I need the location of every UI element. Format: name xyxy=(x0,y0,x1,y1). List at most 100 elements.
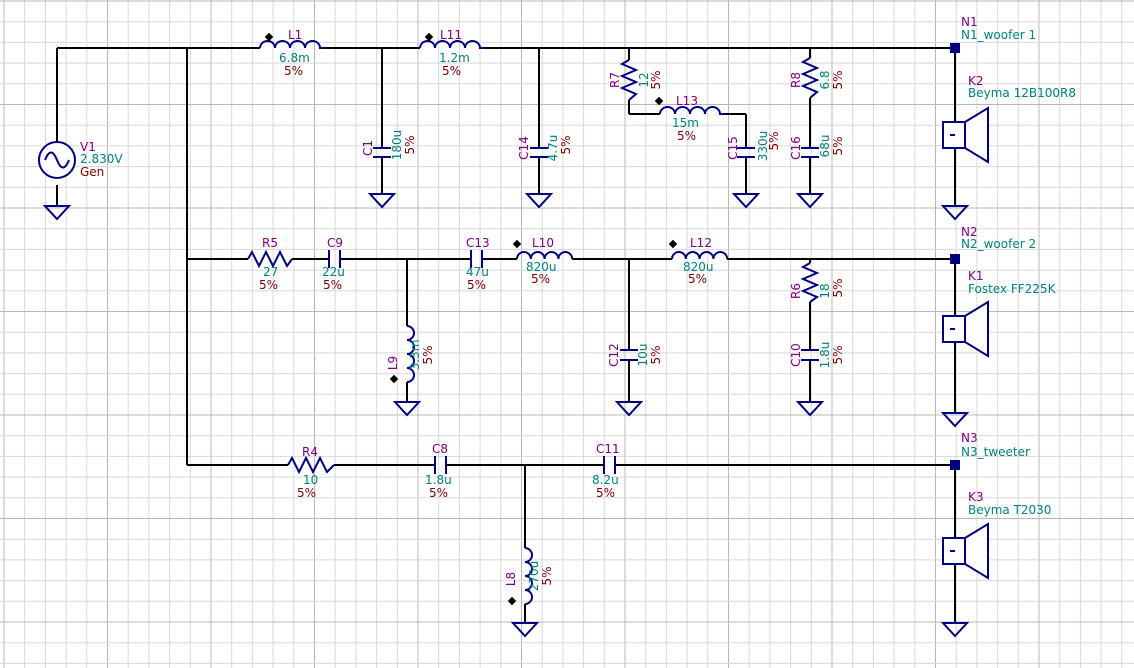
capacitor-c13[interactable]: C13 47u 5% xyxy=(466,236,490,292)
n1-ref: N1 xyxy=(961,15,978,29)
l8-ref: L8 xyxy=(504,572,518,586)
ground-icon xyxy=(392,401,422,417)
c8-tol: 5% xyxy=(429,486,448,500)
c12-ref: C12 xyxy=(607,343,621,367)
resistor-r4[interactable]: R4 10 5% xyxy=(287,445,335,500)
speaker-k1[interactable]: K1 Fostex FF225K xyxy=(942,269,1057,358)
capacitor-c10[interactable]: C10 1.8u 5% xyxy=(789,342,845,369)
capacitor-c14[interactable]: C14 4.7u 5% xyxy=(517,135,573,162)
n2-ref: N2 xyxy=(961,225,978,239)
c1-tol: 5% xyxy=(403,135,417,154)
inductor-l11[interactable]: L11 1.2m 5% xyxy=(419,28,485,78)
l9-ref: L9 xyxy=(386,356,400,370)
ground-icon xyxy=(367,193,397,209)
c1-value: 180u xyxy=(390,130,404,161)
ground-icon xyxy=(795,193,825,209)
l10-ref: L10 xyxy=(532,236,554,250)
l13-tol: 5% xyxy=(677,129,696,143)
n3-ref: N3 xyxy=(961,431,978,445)
inductor-l10[interactable]: L10 820u 5% xyxy=(512,236,574,286)
inductor-l13[interactable]: L13 15m 5% xyxy=(654,94,725,143)
speaker-k3[interactable]: K3 Beyma T2030 xyxy=(942,490,1051,580)
l11-tol: 5% xyxy=(442,64,461,78)
capacitor-c9[interactable]: C9 22u 5% xyxy=(322,236,345,292)
resistor-r7[interactable]: R7 12 5% xyxy=(608,59,663,101)
inductor-l9[interactable]: L9 3.3m 5% xyxy=(386,325,435,384)
inductor-l1[interactable]: L1 6.8m 5% xyxy=(259,28,325,78)
ground-icon xyxy=(940,622,970,638)
r5-value: 27 xyxy=(263,265,278,279)
c13-value: 47u xyxy=(466,265,489,279)
capacitor-c16[interactable]: C16 68u 5% xyxy=(789,135,845,160)
c13-ref: C13 xyxy=(466,236,490,250)
c9-tol: 5% xyxy=(323,278,342,292)
capacitor-c1[interactable]: C1 180u 5% xyxy=(361,130,417,161)
ground-icon xyxy=(510,622,540,638)
resistor-r6[interactable]: R6 18 5% xyxy=(789,262,845,303)
l11-ref: L11 xyxy=(440,28,462,42)
l13-ref: L13 xyxy=(676,94,698,108)
resistor-r5[interactable]: R5 27 5% xyxy=(247,236,293,292)
l12-tol: 5% xyxy=(688,272,707,286)
r7-tol: 5% xyxy=(649,70,663,89)
r8-tol: 5% xyxy=(831,70,845,89)
node-n3-marker[interactable] xyxy=(950,460,960,470)
c10-ref: C10 xyxy=(789,343,803,367)
l13-value: 15m xyxy=(672,116,699,130)
polarity-dot-icon xyxy=(264,32,274,42)
c14-ref: C14 xyxy=(517,136,531,160)
polarity-dot-icon xyxy=(668,239,678,249)
r5-tol: 5% xyxy=(259,278,278,292)
k2-model: Beyma 12B100R8 xyxy=(968,86,1076,100)
c16-value: 68u xyxy=(818,135,832,158)
node-markers xyxy=(950,43,960,470)
c13-tol: 5% xyxy=(467,278,486,292)
r7-value: 12 xyxy=(637,72,651,87)
capacitor-c11[interactable]: C11 8.2u 5% xyxy=(592,442,620,500)
r5-ref: R5 xyxy=(262,236,278,250)
l1-tol: 5% xyxy=(284,64,303,78)
inductor-l12[interactable]: L12 820u 5% xyxy=(668,236,729,286)
inductor-l8[interactable]: L8 270u 5% xyxy=(504,547,554,606)
c11-ref: C11 xyxy=(596,442,620,456)
ground-icon xyxy=(940,412,970,428)
v1-source[interactable]: V1 2.830V Gen xyxy=(38,140,123,179)
l8-tol: 5% xyxy=(540,566,554,585)
c8-value: 1.8u xyxy=(425,473,452,487)
resistor-r8[interactable]: R8 6.8 5% xyxy=(789,57,845,99)
node-labels: N1 N1_woofer 1 N2 N2_woofer 2 N3 N3_twee… xyxy=(961,15,1036,459)
l10-value: 820u xyxy=(526,260,557,274)
polarity-dot-icon xyxy=(389,374,399,384)
c8-ref: C8 xyxy=(432,442,448,456)
capacitor-c8[interactable]: C8 1.8u 5% xyxy=(425,442,452,500)
speaker-k2[interactable]: K2 Beyma 12B100R8 xyxy=(942,74,1076,164)
ground-icon xyxy=(940,205,970,221)
r7-ref: R7 xyxy=(608,72,622,88)
c14-tol: 5% xyxy=(559,135,573,154)
k3-ref: K3 xyxy=(968,490,984,504)
r4-value: 10 xyxy=(303,473,318,487)
r6-ref: R6 xyxy=(789,283,803,299)
r4-ref: R4 xyxy=(302,445,318,459)
node-n1-marker[interactable] xyxy=(950,43,960,53)
capacitor-c12[interactable]: C12 10u 5% xyxy=(607,343,663,367)
n1-name: N1_woofer 1 xyxy=(961,28,1036,42)
c12-value: 10u xyxy=(636,344,650,367)
node-n2-marker[interactable] xyxy=(950,254,960,264)
r8-value: 6.8 xyxy=(818,70,832,89)
v1-value: 2.830V xyxy=(80,152,123,166)
capacitor-c15[interactable]: C15 330u 5% xyxy=(726,131,781,162)
polarity-dot-icon xyxy=(654,96,664,106)
polarity-dot-icon xyxy=(512,239,522,249)
polarity-dot-icon xyxy=(507,596,517,606)
speaker-icon xyxy=(942,522,989,580)
c14-value: 4.7u xyxy=(546,135,560,162)
ground-icon xyxy=(524,193,554,209)
c9-ref: C9 xyxy=(327,236,343,250)
c12-tol: 5% xyxy=(649,345,663,364)
l11-value: 1.2m xyxy=(439,51,470,65)
ground-icon xyxy=(614,401,644,417)
c11-value: 8.2u xyxy=(592,473,619,487)
c15-value: 330u xyxy=(756,131,770,162)
l10-tol: 5% xyxy=(531,272,550,286)
